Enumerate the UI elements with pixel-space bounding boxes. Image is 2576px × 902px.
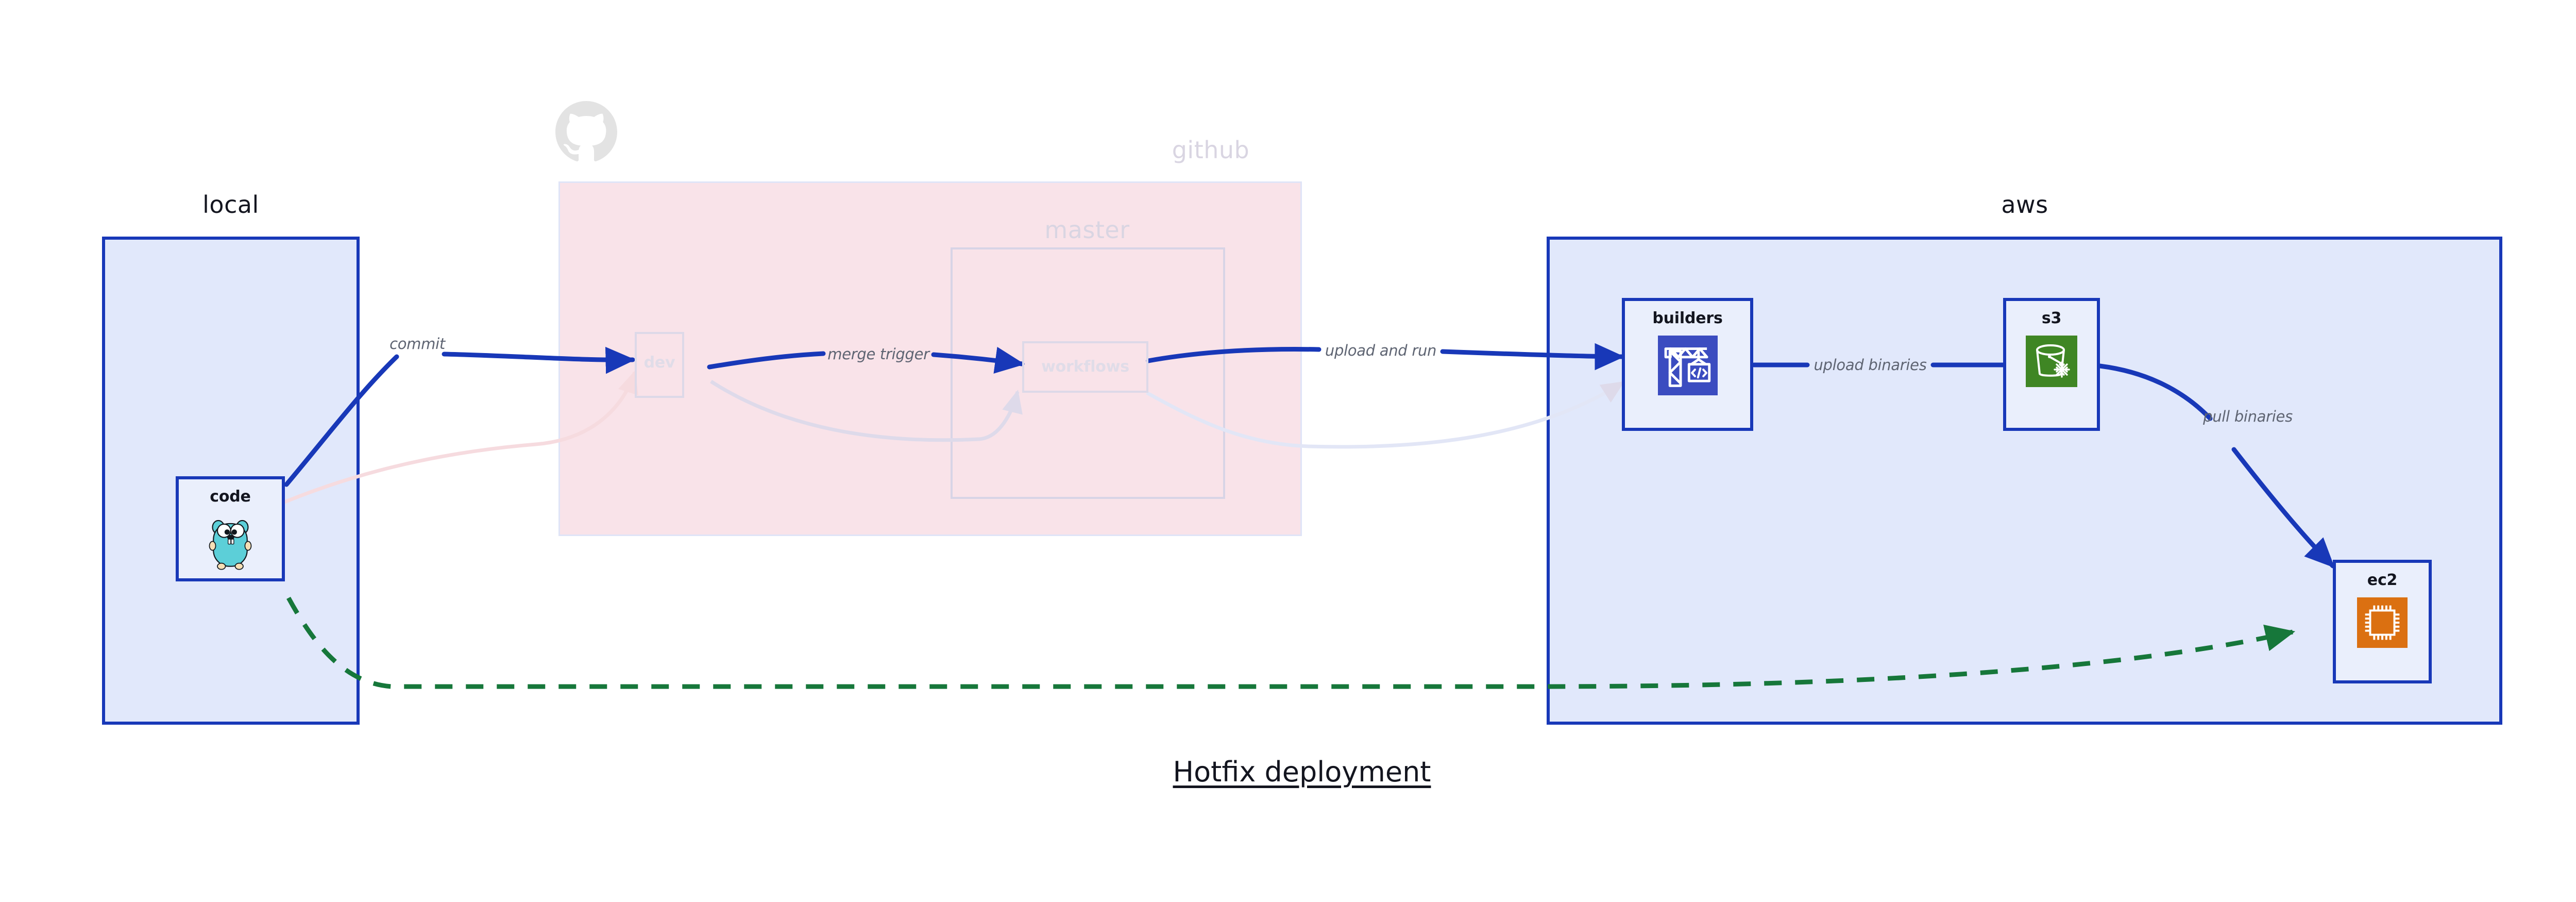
cluster-github-label: github bbox=[1172, 136, 1250, 164]
aws-ec2-icon bbox=[2357, 597, 2408, 650]
page-title: Hotfix deployment bbox=[1173, 756, 1431, 788]
aws-codebuild-icon bbox=[1657, 336, 1718, 397]
node-builders-label: builders bbox=[1652, 309, 1723, 327]
edge-label-pull-binaries: pull binaries bbox=[2203, 408, 2293, 425]
edge-hotfix-direct bbox=[286, 596, 2296, 689]
node-dev[interactable]: dev bbox=[635, 332, 684, 398]
go-gopher-icon bbox=[202, 514, 259, 574]
edge-upload-and-run-seg2 bbox=[1440, 343, 1625, 371]
edge-faded-wf-builders bbox=[1146, 381, 1625, 449]
github-octocat-icon bbox=[555, 100, 617, 164]
edge-label-merge-trigger: merge trigger bbox=[827, 345, 929, 363]
edge-label-commit: commit bbox=[389, 335, 445, 353]
cluster-master bbox=[951, 247, 1225, 499]
node-builders[interactable]: builders bbox=[1622, 298, 1753, 431]
edge-faded-dev-wf bbox=[710, 380, 1023, 442]
edge-faded-code-dev bbox=[241, 370, 638, 523]
edge-label-upload-binaries: upload binaries bbox=[1814, 356, 1927, 374]
node-workflows[interactable]: workflows bbox=[1022, 341, 1148, 393]
node-ec2-label: ec2 bbox=[2367, 571, 2398, 589]
cluster-aws-label: aws bbox=[2001, 191, 2048, 219]
node-code-label: code bbox=[210, 488, 251, 506]
node-ec2[interactable]: ec2 bbox=[2333, 560, 2432, 683]
node-workflows-label: workflows bbox=[1041, 358, 1129, 376]
edge-commit-seg2 bbox=[442, 346, 636, 374]
edge-label-upload-and-run: upload and run bbox=[1325, 342, 1437, 359]
edge-pull-binaries-seg1 bbox=[2097, 363, 2213, 421]
node-code[interactable]: code bbox=[176, 476, 285, 581]
node-dev-label: dev bbox=[643, 354, 675, 372]
edge-upload-and-run-seg1 bbox=[1146, 347, 1321, 363]
edge-merge-trigger-seg1 bbox=[707, 351, 826, 370]
cluster-master-label: master bbox=[1044, 216, 1130, 244]
node-s3-label: s3 bbox=[2041, 309, 2062, 327]
aws-s3-glacier-icon bbox=[2026, 336, 2077, 389]
node-s3[interactable]: s3 bbox=[2003, 298, 2100, 431]
edge-merge-trigger-seg2 bbox=[931, 346, 1025, 374]
edge-pull-binaries-seg2 bbox=[2231, 447, 2335, 569]
cluster-local-label: local bbox=[202, 191, 259, 219]
edge-commit-seg1 bbox=[284, 354, 399, 487]
